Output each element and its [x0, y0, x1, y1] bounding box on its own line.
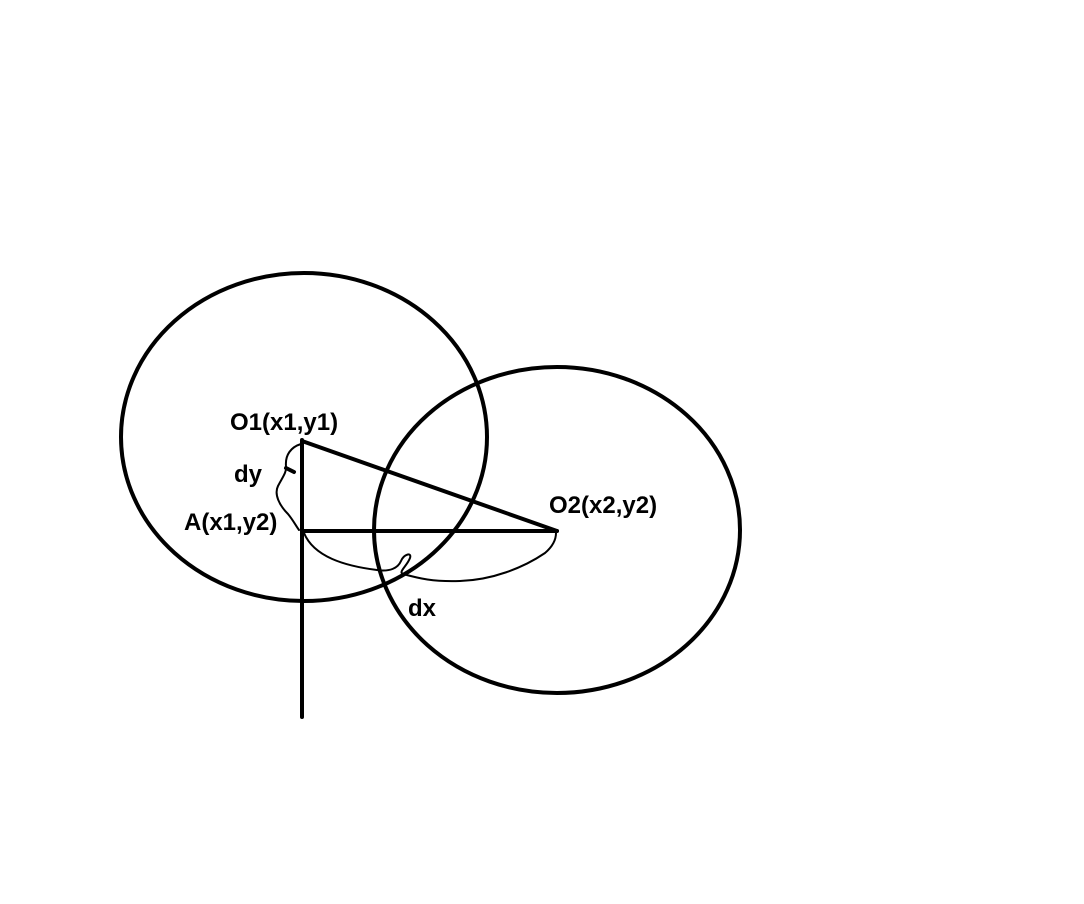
dx-brace	[303, 532, 557, 583]
dy-brace	[275, 443, 302, 531]
label-dx: dx	[408, 595, 437, 622]
label-o1: O1(x1,y1)	[230, 409, 338, 436]
line-o1-o2	[300, 439, 559, 533]
label-dy: dy	[234, 461, 263, 488]
label-point-a: A(x1,y2)	[184, 509, 277, 536]
label-o2: O2(x2,y2)	[549, 492, 657, 519]
dy-brace-tick	[284, 466, 296, 474]
